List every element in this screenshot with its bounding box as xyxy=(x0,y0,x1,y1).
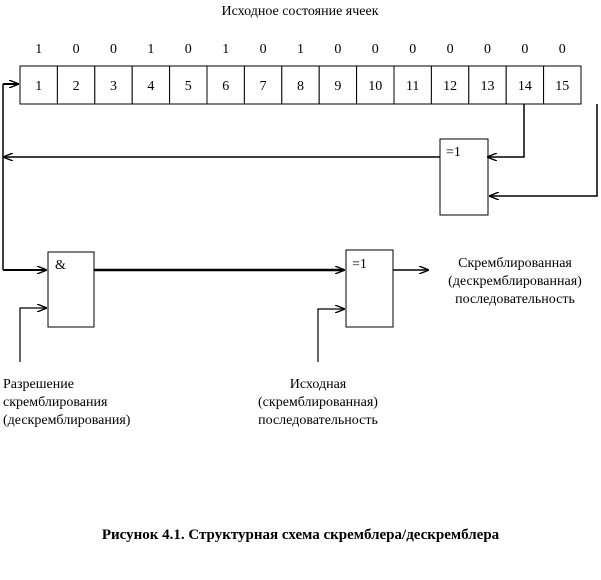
initial-bit-value: 0 xyxy=(521,42,528,57)
xor-output-symbol: =1 xyxy=(352,257,367,272)
register-cell-number: 6 xyxy=(222,79,229,94)
register-cell xyxy=(543,65,582,105)
output-label-line1: Скремблированная xyxy=(458,256,572,271)
register-cell-number: 10 xyxy=(368,79,382,94)
initial-bit-value: 0 xyxy=(559,42,566,57)
register-cell-number: 14 xyxy=(518,79,532,94)
initial-bit-value: 0 xyxy=(334,42,341,57)
register-cell-number: 4 xyxy=(147,79,154,94)
input-label-line2: (скремблированная) xyxy=(258,395,378,410)
output-label-line3: последовательность xyxy=(455,292,575,307)
xor-feedback-gate: =1 xyxy=(439,138,489,216)
wire-cell14-to-xor xyxy=(488,104,525,157)
initial-bit-value: 0 xyxy=(372,42,379,57)
register-cell xyxy=(505,65,545,105)
enable-label: Разрешение скремблирования (дескремблиро… xyxy=(3,376,130,430)
enable-label-line1: Разрешение xyxy=(3,377,74,392)
input-label-line3: последовательность xyxy=(258,413,378,428)
wire-source-input xyxy=(317,309,344,362)
initial-bit-value: 0 xyxy=(409,42,416,57)
register-title: Исходное состояние ячеек xyxy=(221,4,379,19)
initial-bit-value: 0 xyxy=(110,42,117,57)
enable-label-line2: скремблирования xyxy=(3,395,108,410)
xor-feedback-symbol: =1 xyxy=(446,145,461,160)
wires xyxy=(2,84,598,362)
initial-bit-value: 0 xyxy=(484,42,491,57)
initial-bit-value: 0 xyxy=(73,42,80,57)
initial-bit-value: 0 xyxy=(260,42,267,57)
input-label-line1: Исходная xyxy=(289,377,347,392)
register-cell-number: 7 xyxy=(260,79,267,94)
register-cell xyxy=(131,65,171,105)
register-cell-number: 1 xyxy=(35,79,42,94)
register-cell-number: 8 xyxy=(297,79,304,94)
input-label: Исходная (скремблированная) последовател… xyxy=(233,376,403,430)
figure-caption: Рисунок 4.1. Структурная схема скремблер… xyxy=(101,527,500,543)
initial-bit-value: 0 xyxy=(447,42,454,57)
wire-enable-input xyxy=(19,308,46,362)
initial-bit-value: 1 xyxy=(147,42,154,57)
enable-label-line3: (дескремблирования) xyxy=(3,413,131,428)
register-cell-number: 15 xyxy=(555,79,569,94)
output-label-line2: (дескремблированная) xyxy=(448,274,582,289)
wire-cell15-to-xor xyxy=(490,104,598,196)
initial-bit-value: 1 xyxy=(35,42,42,57)
register-cell-number: 12 xyxy=(443,79,457,94)
initial-bit-value: 1 xyxy=(222,42,229,57)
register-cell xyxy=(243,65,283,105)
initial-bits-row: 1 0 0 1 0 1 0 1 0 0 0 0 0 0 0 xyxy=(35,42,566,57)
xor-output-gate: =1 xyxy=(345,249,394,328)
register-cell-number: 9 xyxy=(334,79,341,94)
and-symbol: & xyxy=(55,258,66,273)
register-cell xyxy=(281,65,320,105)
register-cell-number: 3 xyxy=(110,79,117,94)
initial-bit-value: 1 xyxy=(297,42,304,57)
register-cell-number: 11 xyxy=(406,79,419,94)
register-cell-number: 5 xyxy=(185,79,192,94)
output-label: Скремблированная (дескремблированная) по… xyxy=(430,255,600,309)
register-cell-number: 13 xyxy=(481,79,495,94)
initial-bit-value: 0 xyxy=(185,42,192,57)
register-cell xyxy=(94,65,133,105)
register-cell xyxy=(56,65,96,105)
and-gate: & xyxy=(47,251,95,328)
register-cell-number: 2 xyxy=(73,79,80,94)
